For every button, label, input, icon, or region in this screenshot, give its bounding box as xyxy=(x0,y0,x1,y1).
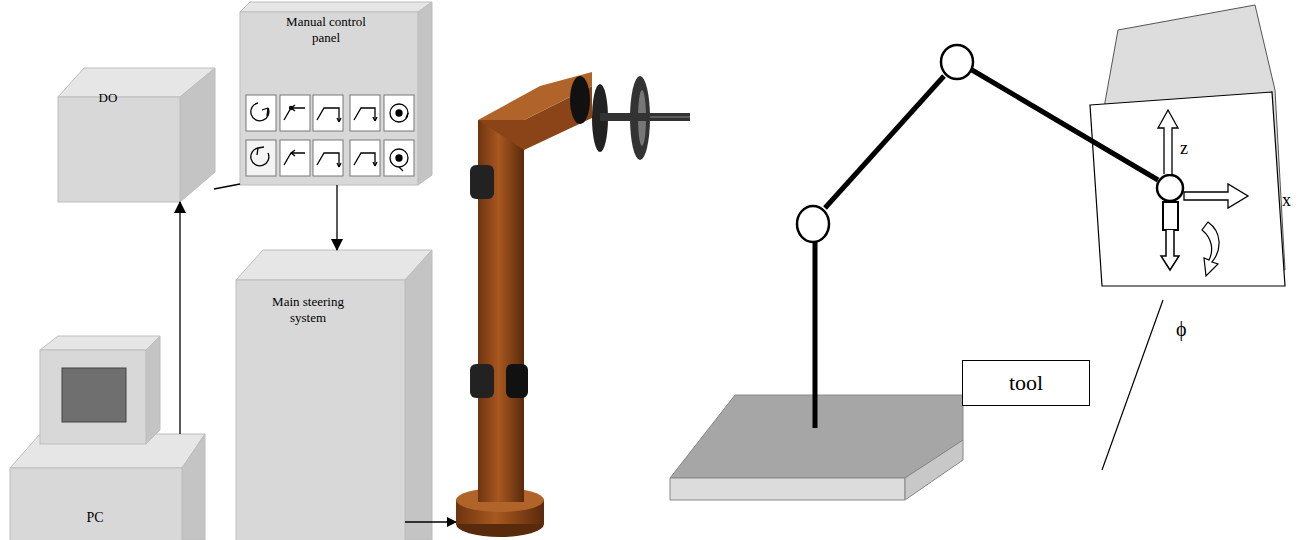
node-text: PC xyxy=(70,510,120,527)
z-axis-arrow xyxy=(1158,110,1178,174)
do-box: DO xyxy=(58,68,215,202)
robot-illustration xyxy=(456,72,690,537)
tool-arrow xyxy=(1161,230,1179,270)
tool-box: tool xyxy=(962,360,1090,406)
angle-label: ϕ xyxy=(1176,318,1187,341)
wall-plane xyxy=(1090,5,1285,286)
panel-buttons xyxy=(246,95,414,176)
connector xyxy=(214,184,240,189)
axis-label: x xyxy=(1282,190,1291,211)
robot-joints xyxy=(797,45,1183,242)
axis-label: z xyxy=(1180,138,1188,159)
pc-box: PC xyxy=(10,434,205,540)
steering-box-shape xyxy=(236,250,432,540)
node-text: DO xyxy=(88,90,128,106)
connector xyxy=(179,202,180,434)
connector xyxy=(336,185,337,250)
robot-links xyxy=(815,70,1158,428)
control-panel-box: Manual control panel xyxy=(240,0,432,185)
node-text: tool xyxy=(1009,370,1043,396)
panel-shape xyxy=(240,2,432,185)
steering-system-box: Main steering system xyxy=(236,250,432,540)
node-text: Manual control panel xyxy=(282,14,370,45)
pc-shape xyxy=(10,336,205,540)
tool-leader xyxy=(1102,300,1163,470)
x-axis-arrow xyxy=(1184,184,1248,208)
drive-arrow xyxy=(405,521,456,522)
node-text: Main steering system xyxy=(256,294,360,325)
panel-icons xyxy=(251,103,408,171)
phi-rotation-arrow xyxy=(1202,222,1219,276)
do-box-shape xyxy=(58,68,215,202)
